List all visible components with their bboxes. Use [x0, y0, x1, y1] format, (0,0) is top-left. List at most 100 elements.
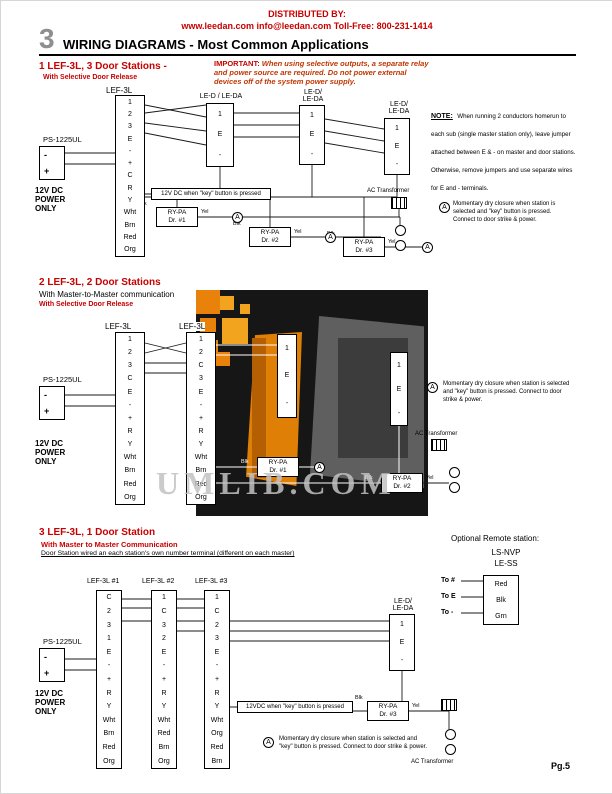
terminal-label: E: [214, 648, 220, 656]
terminal-label: +: [106, 675, 112, 683]
ps-label-s3: PS-1225UL: [43, 637, 82, 646]
distributor-contact-line: www.leedan.com info@leedan.com Toll-Free…: [181, 21, 433, 31]
wire-color-yel: Yel: [294, 229, 302, 235]
terminal-label: 1: [162, 594, 166, 602]
terminal-label: C: [161, 607, 167, 615]
terminal-label: -: [162, 662, 166, 670]
page-number: Pg.5: [551, 761, 571, 771]
terminal-label: -: [400, 657, 404, 665]
relay-dr: Dr. #1: [269, 467, 287, 474]
screw-terminals-icon: [395, 225, 406, 251]
terminal-label: +: [198, 414, 204, 422]
a-marker-circle: A: [439, 202, 450, 213]
remote-wire-color: Blk: [496, 596, 506, 604]
ac-transformer-label-s3: AC Transformer: [411, 759, 454, 765]
terminal-label: -: [128, 147, 132, 155]
wire-color-yel: Yel: [426, 475, 434, 481]
screw-terminals-icon: [445, 729, 456, 755]
lef-label-s1: LEF-3L: [106, 86, 133, 95]
remote-model-1: LS-NVP: [491, 548, 521, 557]
a-marker-circle: A: [232, 212, 243, 223]
screw-terminal: [445, 744, 456, 755]
terminal-label: Y: [106, 703, 112, 711]
terminal-label: R: [106, 689, 112, 697]
relay-box-1-s2: RY-PA Dr. #1: [257, 457, 299, 477]
relay-box-s3: RY-PA Dr. #3: [367, 701, 409, 721]
terminal-label: Y: [214, 703, 220, 711]
momentary-note-s3: Momentary dry closure when station is se…: [279, 736, 428, 750]
relay-name: RY-PA: [268, 459, 288, 467]
terminal-label: Y: [161, 703, 167, 711]
title-rule: [39, 54, 576, 56]
terminal-label: 1: [400, 620, 404, 628]
terminal-label: C: [127, 375, 133, 383]
terminal-label: E: [127, 135, 133, 143]
terminal-label: 1: [395, 124, 399, 132]
terminal-label: 1: [199, 336, 203, 344]
power-only-label-s1: 12V DC POWER ONLY: [35, 186, 66, 213]
power-supply-box-s1: - +: [39, 146, 65, 180]
photo-orange-shade: [252, 338, 266, 478]
wire-color-blk: Blk: [233, 221, 241, 227]
a-marker-circle: A: [325, 232, 336, 243]
photo-pixel-block: [222, 318, 248, 344]
terminal-label: C: [106, 594, 112, 602]
terminal-label: E: [217, 131, 223, 139]
wire-color-yel: Yel: [388, 239, 396, 245]
terminal-label: Org: [158, 757, 170, 765]
terminal-label: Brn: [158, 744, 170, 751]
photo-pixel-block: [240, 304, 250, 314]
important-note: IMPORTANT: When using selective outputs,…: [214, 59, 434, 86]
terminal-label: Org: [103, 757, 115, 765]
wire-segment-s3: [65, 580, 483, 729]
master1-label: LEF-3L #1: [87, 578, 120, 585]
page-title: WIRING DIAGRAMS - Most Common Applicatio…: [63, 37, 369, 52]
relay-dr: Dr. #2: [393, 483, 411, 490]
terminal-label: Red: [102, 744, 116, 751]
ac-transformer-icon: [431, 439, 447, 451]
relay-dr: Dr. #3: [355, 247, 373, 254]
momentary-note-s2: Momentary dry closure when station is se…: [443, 381, 570, 403]
relay-box-2-s2: RY-PA Dr. #2: [381, 473, 423, 493]
terminal-label: 2: [199, 349, 203, 357]
terminal-label: -: [199, 401, 203, 409]
terminal-label: E: [394, 142, 400, 150]
terminal-label: 1: [128, 98, 132, 106]
terminal-label: E: [161, 648, 167, 656]
terminal-label: -: [128, 401, 132, 409]
ac-transformer-label-s1: AC Transformer: [367, 188, 410, 194]
terminal-label: 2: [215, 621, 219, 629]
screw-terminal: [395, 240, 406, 251]
terminal-label: Y: [198, 441, 204, 449]
terminal-label: 1: [285, 345, 289, 353]
power-only-label-s2: 12V DC POWER ONLY: [35, 439, 66, 466]
ps-label-s1: PS-1225UL: [43, 135, 82, 144]
terminal-label: -: [218, 152, 222, 160]
terminal-label: E: [309, 131, 315, 139]
relay-dr: Dr. #2: [261, 237, 279, 244]
terminal-label: +: [127, 160, 133, 168]
terminal-label: -: [395, 161, 399, 169]
terminal-label: -: [397, 409, 401, 417]
screw-terminals-icon: [449, 467, 460, 493]
a-marker-circle: A: [263, 737, 274, 748]
terminal-label: 1: [218, 110, 222, 118]
door1-label-s1: LE-D / LE-DA: [199, 93, 243, 100]
remote-model-2: LE-SS: [494, 559, 518, 568]
terminal-label: -: [107, 662, 111, 670]
